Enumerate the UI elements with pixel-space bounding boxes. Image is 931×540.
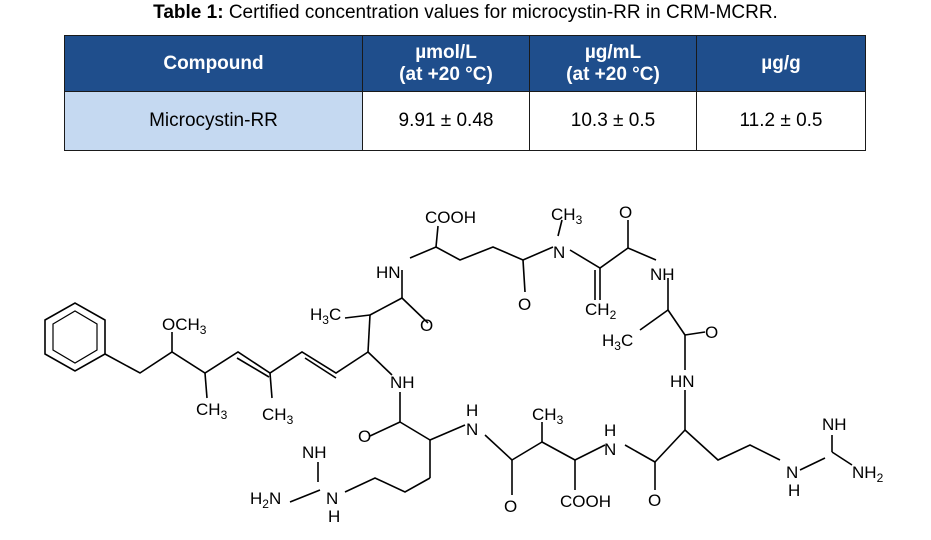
- microcystin-rr-structure: COOH CH3 O N HN NH H3C O O CH2 H3C O OCH…: [44, 203, 884, 526]
- o-mid1-bond: [522, 259, 526, 293]
- arg-side-chain-left: [344, 477, 431, 493]
- label-h2n-left: H2N: [250, 489, 281, 511]
- certified-values-table: Compound µmol/L(at +20 °C) µg/mL(at +20 …: [64, 35, 866, 151]
- label-n-guan-right: N: [786, 463, 798, 482]
- ala2-c: [541, 441, 576, 461]
- cell-compound: Microcystin-RR: [64, 91, 363, 151]
- label-nh-center: NH: [390, 373, 415, 392]
- label-n-amide2: N: [604, 440, 616, 459]
- caption-text: Certified concentration values for micro…: [228, 2, 778, 23]
- benzene-inner-ring: [52, 310, 98, 364]
- label-o-left-low: O: [358, 427, 371, 446]
- caption-label: Table 1:: [153, 2, 224, 23]
- arg2-alpha: [654, 429, 686, 463]
- label-ch3-ala: CH3: [532, 405, 564, 427]
- benzene-ring: [44, 302, 106, 372]
- amide-3: [574, 444, 606, 461]
- guan-right-1: [799, 457, 826, 471]
- glu-chain: [409, 246, 554, 261]
- label-ch3-a: CH3: [196, 400, 228, 422]
- cell-ug-per-g: 11.2 ± 0.5: [696, 91, 866, 151]
- label-ch3-b: CH3: [262, 405, 294, 427]
- o-left-low-bond: [369, 421, 401, 437]
- table-header-row: Compound µmol/L(at +20 °C) µg/mL(at +20 …: [64, 35, 866, 92]
- adda-up-bond: [367, 314, 371, 353]
- arg-alpha: [399, 421, 431, 441]
- header-ug-per-ml: µg/mL(at +20 °C): [529, 35, 697, 92]
- cell-ug-per-ml: 10.3 ± 0.5: [529, 91, 697, 151]
- cell-umol-per-l: 9.91 ± 0.48: [362, 91, 530, 151]
- label-ch3-n: CH3: [551, 205, 583, 227]
- label-nh-topright: NH: [650, 265, 675, 284]
- nh-center-bond: [367, 351, 393, 376]
- label-h-amide: H: [466, 401, 478, 420]
- label-nh2-right: NH2: [852, 463, 884, 485]
- label-h-amide2: H: [604, 421, 616, 440]
- adda-chain: [104, 351, 369, 374]
- label-h3c-right: H3C: [602, 331, 633, 353]
- cooh-top-bond: [435, 225, 439, 248]
- mdha-chain: [569, 247, 657, 269]
- h3c-right-bond: [639, 309, 669, 331]
- label-nh-guan-right: NH: [822, 415, 847, 434]
- label-o-mid2: O: [518, 295, 531, 314]
- ala2: [511, 441, 543, 461]
- header-umol-per-l: µmol/L(at +20 °C): [362, 35, 530, 92]
- ch3-bond-b: [269, 372, 273, 399]
- n-methyl-bond: [557, 219, 563, 237]
- label-o-mid1: O: [420, 316, 433, 335]
- label-cooh-bottom: COOH: [560, 492, 611, 511]
- table-caption: Table 1: Certified concentration values …: [0, 2, 931, 24]
- ala-carbonyl: [667, 309, 686, 336]
- label-cooh-top: COOH: [425, 208, 476, 227]
- double-bond-2: [304, 357, 337, 379]
- label-o-bottom2: O: [648, 491, 661, 510]
- amide-4: [624, 444, 656, 463]
- header-ug-per-g: µg/g: [696, 35, 866, 92]
- arg-side-chain-right: [684, 429, 781, 461]
- guan-right-2: [831, 451, 853, 466]
- double-bond-1: [236, 357, 270, 378]
- ch3-bond-a: [204, 372, 208, 399]
- o-bond-1: [401, 297, 429, 324]
- amide-1: [429, 424, 466, 441]
- header-compound: Compound: [64, 35, 363, 92]
- label-hn-top: HN: [376, 263, 401, 282]
- h3c-bond: [344, 314, 371, 319]
- label-n-guan-left: N: [326, 489, 338, 508]
- label-ch2: CH2: [585, 300, 617, 322]
- label-o-right: O: [705, 323, 718, 342]
- carbonyl-bond-1: [369, 297, 403, 316]
- label-n-amide: N: [466, 420, 478, 439]
- label-hn-right: HN: [670, 372, 695, 391]
- o-right-bond: [684, 331, 706, 336]
- guan-left-1: [289, 489, 321, 503]
- amide-2: [484, 434, 513, 461]
- label-och3: OCH3: [162, 315, 207, 337]
- label-nh-guan-left: NH: [302, 443, 327, 462]
- table-row: Microcystin-RR 9.91 ± 0.48 10.3 ± 0.5 11…: [64, 91, 866, 151]
- label-h-guan-left: H: [328, 507, 340, 526]
- label-o-bottom1: O: [504, 497, 517, 516]
- label-o-top: O: [619, 203, 632, 222]
- label-h3c-left: H3C: [310, 305, 341, 327]
- label-n-methyl: N: [553, 243, 565, 262]
- label-h-guan-right: H: [788, 481, 800, 500]
